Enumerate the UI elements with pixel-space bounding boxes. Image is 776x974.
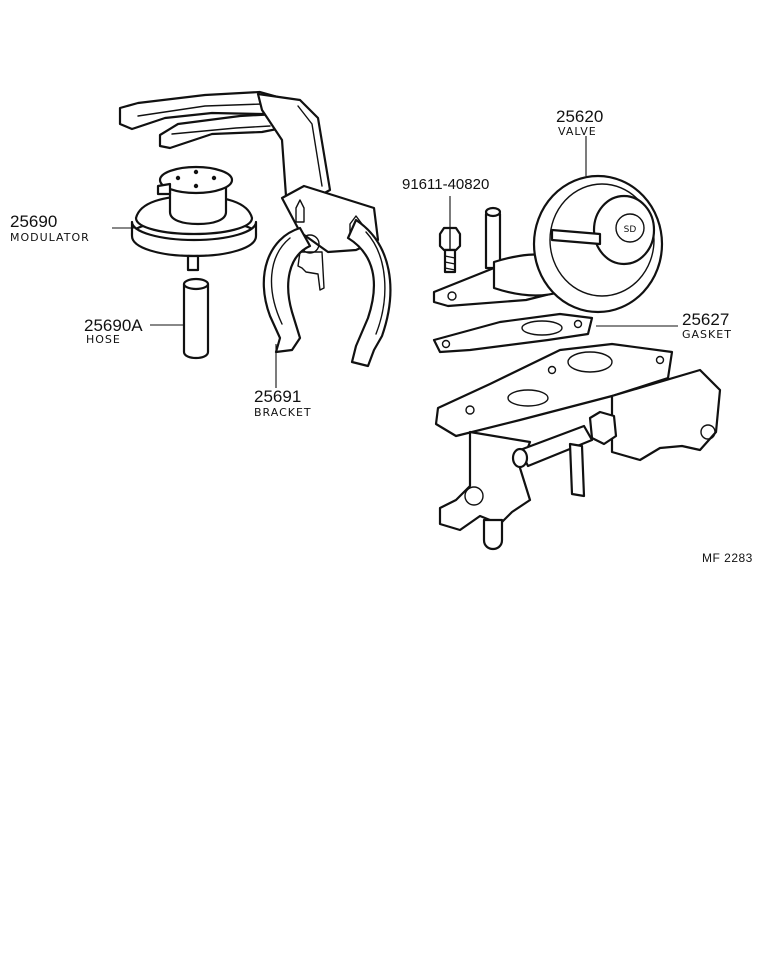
- valve-drawing: SD: [432, 174, 664, 314]
- part-name-modulator: MODULATOR: [10, 231, 90, 244]
- reference-code: MF 2283: [702, 551, 753, 565]
- part-number-bolt: 91611-40820: [402, 176, 489, 193]
- label-valve: 25620 VALVE: [556, 107, 603, 138]
- part-number-hose: 25690A: [84, 316, 143, 335]
- part-number-valve: 25620: [556, 107, 603, 126]
- part-number-bracket: 25691: [254, 387, 301, 406]
- modulator-drawing: [130, 165, 258, 272]
- part-name-hose: HOSE: [86, 333, 121, 346]
- label-modulator: 25690 MODULATOR: [10, 212, 90, 244]
- hose-drawing: [182, 277, 210, 360]
- manifold-drawing: [434, 342, 722, 551]
- label-bracket: 25691 BRACKET: [254, 387, 312, 419]
- leader-lines: [112, 136, 678, 388]
- label-bolt: 91611-40820: [402, 176, 489, 193]
- part-number-gasket: 25627: [682, 310, 729, 329]
- bracket-drawing: [118, 90, 392, 368]
- part-name-valve: VALVE: [558, 125, 597, 138]
- bolt-drawing: [438, 226, 462, 274]
- label-gasket: 25627 GASKET: [682, 310, 732, 341]
- part-number-modulator: 25690: [10, 212, 57, 231]
- gasket-drawing: [432, 312, 594, 354]
- label-hose: 25690A HOSE: [84, 316, 143, 346]
- part-name-bracket: BRACKET: [254, 406, 312, 419]
- valve-stamp: SD: [624, 225, 637, 235]
- part-name-gasket: GASKET: [682, 328, 732, 341]
